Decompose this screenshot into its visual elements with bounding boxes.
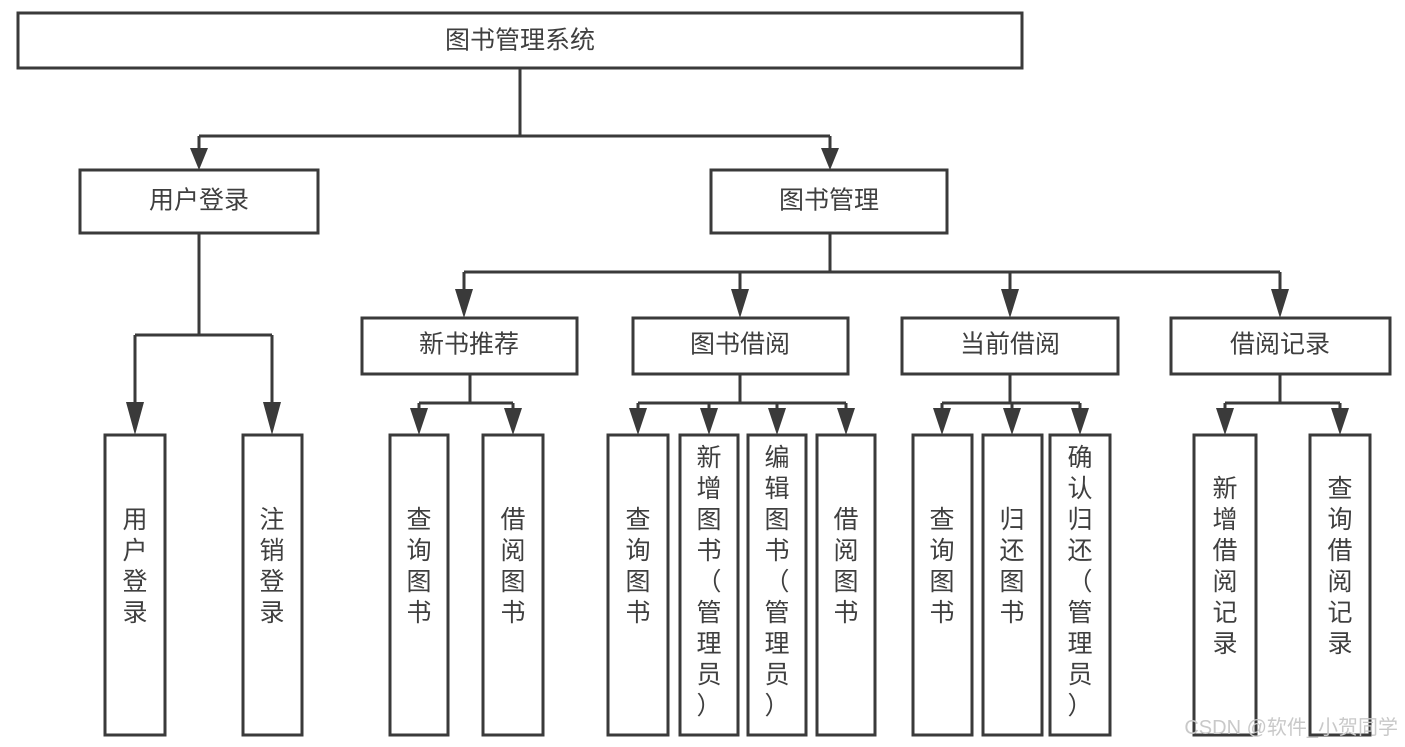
node-leaf-add-record-box[interactable]: [1192, 433, 1258, 737]
node-borrow-record-label: 借阅记录: [1230, 331, 1330, 359]
node-leaf-query-book-1-label: 查询图书: [406, 506, 431, 627]
arrow-head-leaf-confirm-return: [1071, 408, 1089, 435]
node-leaf-logout-login[interactable]: 注销登录: [241, 433, 304, 737]
node-leaf-query-book-2[interactable]: 查询图书: [606, 433, 670, 737]
node-leaf-add-record-label: 新增借阅记录: [1212, 475, 1237, 658]
arrow-head-leaf-query-book-2: [629, 408, 647, 435]
node-leaf-borrow-book-2-box[interactable]: [815, 433, 877, 737]
node-leaf-user-login[interactable]: 用户登录: [103, 433, 167, 737]
node-book-management-label: 图书管理: [779, 187, 879, 215]
arrow-head-leaf-query-record: [1331, 408, 1349, 435]
node-root-label: 图书管理系统: [445, 27, 595, 55]
arrow-head-leaf-add-book: [700, 408, 718, 435]
node-leaf-borrow-book-1-label: 借阅图书: [500, 506, 525, 627]
connector-group-current-borrow: [933, 374, 1089, 435]
node-book-borrow-box[interactable]: [631, 316, 850, 376]
node-leaf-borrow-book-1[interactable]: 借阅图书: [481, 433, 545, 737]
node-leaf-user-login-box[interactable]: [103, 433, 167, 737]
node-leaf-add-book[interactable]: 新增图书（管理员）: [678, 433, 740, 737]
connector-group-book-management: [455, 233, 1289, 318]
arrow-head-leaf-query-book-1: [410, 408, 428, 435]
node-leaf-query-book-1-box[interactable]: [388, 433, 450, 737]
node-leaf-borrow-book-2[interactable]: 借阅图书: [815, 433, 877, 737]
arrow-head-book-management: [821, 148, 839, 170]
connector-group-book-borrow: [629, 374, 855, 435]
arrow-head-book-borrow: [731, 289, 749, 318]
node-leaf-logout-login-label: 注销登录: [259, 506, 284, 627]
arrow-head-leaf-return-book: [1003, 408, 1021, 435]
arrow-head-leaf-borrow-book-2: [837, 408, 855, 435]
node-root[interactable]: 图书管理系统: [16, 11, 1024, 70]
node-leaf-return-book-label: 归还图书: [999, 506, 1024, 627]
node-book-management-box[interactable]: [709, 168, 949, 235]
node-leaf-borrow-book-1-box[interactable]: [481, 433, 545, 737]
connector-group-root: [190, 68, 839, 170]
csdn-watermark: CSDN @软件_小贺同学: [1184, 716, 1398, 739]
node-leaf-add-book-box[interactable]: [678, 433, 740, 737]
arrow-head-leaf-query-book-3: [933, 408, 951, 435]
node-book-borrow-label: 图书借阅: [690, 331, 790, 359]
node-new-book-recommend-label: 新书推荐: [419, 331, 519, 359]
arrow-head-new-book-recommend: [455, 289, 473, 318]
node-leaf-edit-book-box[interactable]: [746, 433, 808, 737]
node-leaf-edit-book[interactable]: 编辑图书（管理员）: [746, 433, 808, 737]
node-book-management[interactable]: 图书管理: [709, 168, 949, 235]
node-leaf-edit-book-label: 编辑图书（管理员）: [764, 444, 789, 720]
node-current-borrow-label: 当前借阅: [960, 331, 1060, 359]
node-new-book-recommend-box[interactable]: [360, 316, 579, 376]
arrow-head-leaf-user-login: [126, 402, 144, 435]
node-leaf-confirm-return[interactable]: 确认归还（管理员）: [1048, 433, 1112, 737]
node-leaf-query-record-box[interactable]: [1308, 433, 1372, 737]
node-root-box[interactable]: [16, 11, 1024, 70]
node-leaf-query-book-2-box[interactable]: [606, 433, 670, 737]
node-current-borrow-box[interactable]: [900, 316, 1120, 376]
arrow-head-borrow-record: [1271, 289, 1289, 318]
node-leaf-query-book-3-label: 查询图书: [929, 506, 954, 627]
node-leaf-logout-login-box[interactable]: [241, 433, 304, 737]
arrow-head-user-login: [190, 148, 208, 170]
arrow-head-leaf-borrow-book-1: [504, 408, 522, 435]
node-leaf-query-book-3-box[interactable]: [911, 433, 974, 737]
node-leaf-query-book-3[interactable]: 查询图书: [911, 433, 974, 737]
arrow-head-current-borrow: [1001, 289, 1019, 318]
node-borrow-record[interactable]: 借阅记录: [1169, 316, 1392, 376]
node-leaf-confirm-return-label: 确认归还（管理员）: [1067, 444, 1092, 720]
node-user-login[interactable]: 用户登录: [78, 168, 320, 235]
node-leaf-user-login-label: 用户登录: [122, 506, 147, 627]
node-leaf-add-book-label: 新增图书（管理员）: [696, 444, 721, 720]
node-book-borrow[interactable]: 图书借阅: [631, 316, 850, 376]
node-user-login-box[interactable]: [78, 168, 320, 235]
node-leaf-query-record-label: 查询借阅记录: [1327, 475, 1352, 658]
node-borrow-record-box[interactable]: [1169, 316, 1392, 376]
node-leaf-query-record[interactable]: 查询借阅记录: [1308, 433, 1372, 737]
node-leaf-borrow-book-2-label: 借阅图书: [833, 506, 858, 627]
node-new-book-recommend[interactable]: 新书推荐: [360, 316, 579, 376]
arrow-head-leaf-logout-login: [263, 402, 281, 435]
node-leaf-query-book-1[interactable]: 查询图书: [388, 433, 450, 737]
node-leaf-add-record[interactable]: 新增借阅记录: [1192, 433, 1258, 737]
connector-group-new-book-recommend: [410, 374, 522, 435]
node-leaf-return-book[interactable]: 归还图书: [981, 433, 1044, 737]
node-user-login-label: 用户登录: [149, 187, 249, 215]
arrow-head-leaf-edit-book: [768, 408, 786, 435]
connector-group-borrow-record: [1216, 374, 1349, 435]
node-leaf-confirm-return-box[interactable]: [1048, 433, 1112, 737]
connector-group-user-login: [126, 233, 281, 435]
node-current-borrow[interactable]: 当前借阅: [900, 316, 1120, 376]
node-leaf-query-book-2-label: 查询图书: [625, 506, 650, 627]
arrow-head-leaf-add-record: [1216, 408, 1234, 435]
node-leaf-return-book-box[interactable]: [981, 433, 1044, 737]
